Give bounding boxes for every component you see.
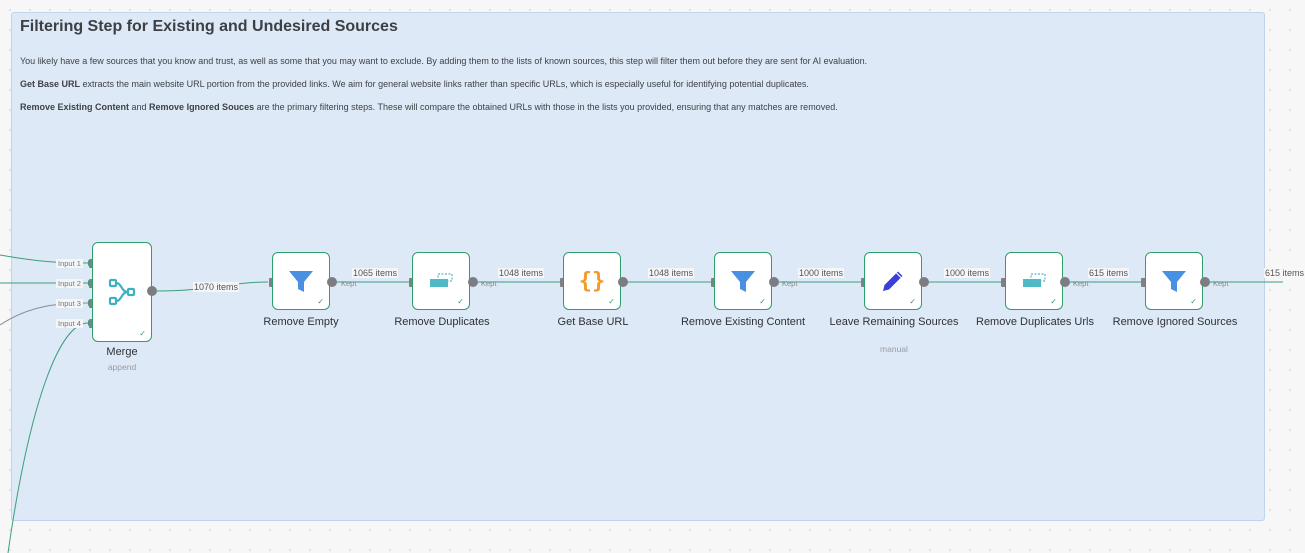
remove-existing-content-kept-label: Kept — [782, 279, 798, 288]
merge-output-port[interactable] — [147, 286, 157, 296]
merge-input-2-label: Input 2 — [56, 279, 83, 288]
merge-node-subtitle: append — [107, 362, 137, 372]
remove-duplicates-node[interactable]: ✓ — [412, 252, 470, 310]
remove-empty-label: Remove Empty — [263, 316, 339, 328]
merge-input-4-port[interactable] — [89, 319, 94, 328]
remove-duplicates-urls-label: Remove Duplicates Urls — [976, 316, 1094, 328]
sticky-bold-get-base-url: Get Base URL — [20, 79, 81, 89]
remove-duplicates-output-port[interactable] — [468, 277, 478, 287]
remove-existing-content-success-check-icon: ✓ — [759, 297, 766, 306]
get-base-url-node[interactable]: {} ✓ — [563, 252, 621, 310]
remove-empty-node[interactable]: ✓ — [272, 252, 330, 310]
filter-icon — [731, 271, 755, 292]
remove-empty-output-count: 1065 items — [352, 268, 399, 278]
remove-empty-kept-label: Kept — [341, 279, 357, 288]
filter-icon — [289, 271, 313, 292]
remove-ignored-sources-output-count: 615 items — [1264, 268, 1305, 278]
remove-empty-input-port[interactable] — [269, 278, 274, 287]
remove-duplicates-urls-output-count: 615 items — [1088, 268, 1130, 278]
merge-input-1-label: Input 1 — [56, 259, 83, 268]
sticky-paragraph-2: Get Base URL extracts the main website U… — [20, 79, 809, 89]
remove-duplicates-urls-kept-label: Kept — [1073, 279, 1089, 288]
remove-duplicates-icon — [1023, 273, 1046, 287]
remove-duplicates-kept-label: Kept — [481, 279, 497, 288]
remove-duplicates-output-count: 1048 items — [498, 268, 545, 278]
sticky-bold-remove-existing: Remove Existing Content — [20, 102, 130, 112]
sticky-paragraph-3-text: are the primary filtering steps. These w… — [254, 102, 838, 112]
remove-duplicates-urls-success-check-icon: ✓ — [1050, 297, 1057, 306]
remove-empty-output-port[interactable] — [327, 277, 337, 287]
merge-input-3-label: Input 3 — [56, 299, 83, 308]
leave-remaining-sources-input-port[interactable] — [861, 278, 866, 287]
pencil-icon — [883, 271, 903, 291]
merge-success-check-icon: ✓ — [139, 329, 146, 338]
merge-output-count: 1070 items — [193, 282, 240, 292]
remove-ignored-sources-node[interactable]: ✓ — [1145, 252, 1203, 310]
sticky-paragraph-3-and: and — [129, 102, 150, 112]
merge-input-1-port[interactable] — [89, 259, 94, 268]
remove-duplicates-urls-output-port[interactable] — [1060, 277, 1070, 287]
remove-existing-content-input-port[interactable] — [711, 278, 716, 287]
remove-duplicates-urls-input-port[interactable] — [1001, 278, 1006, 287]
leave-remaining-sources-output-port[interactable] — [919, 277, 929, 287]
sticky-bold-remove-ignored: Remove Ignored Souces — [149, 102, 255, 112]
leave-remaining-sources-success-check-icon: ✓ — [909, 297, 916, 306]
merge-input-2-port[interactable] — [89, 279, 94, 288]
merge-node-label: Merge — [106, 346, 138, 358]
code-braces-icon: {} — [578, 268, 606, 294]
get-base-url-output-count: 1048 items — [648, 268, 695, 278]
remove-ignored-sources-output-port[interactable] — [1200, 277, 1210, 287]
sticky-note[interactable]: Filtering Step for Existing and Undesire… — [11, 12, 1265, 521]
remove-existing-content-label: Remove Existing Content — [680, 316, 806, 328]
sticky-title: Filtering Step for Existing and Undesire… — [20, 18, 398, 35]
remove-existing-content-output-count: 1000 items — [798, 268, 845, 278]
get-base-url-output-port[interactable] — [618, 277, 628, 287]
leave-remaining-sources-node[interactable]: ✓ — [864, 252, 922, 310]
remove-ignored-sources-kept-label: Kept — [1213, 279, 1229, 288]
sticky-paragraph-2-text: extracts the main website URL portion fr… — [80, 79, 809, 89]
remove-duplicates-icon — [430, 273, 453, 287]
remove-existing-content-node[interactable]: ✓ — [714, 252, 772, 310]
get-base-url-label: Get Base URL — [557, 316, 629, 328]
sticky-paragraph-3: Remove Existing Content and Remove Ignor… — [20, 102, 838, 112]
filter-icon — [1162, 271, 1186, 292]
remove-duplicates-label: Remove Duplicates — [394, 316, 490, 328]
remove-empty-success-check-icon: ✓ — [317, 297, 324, 306]
remove-duplicates-success-check-icon: ✓ — [457, 297, 464, 306]
remove-ignored-sources-input-port[interactable] — [1141, 278, 1146, 287]
leave-remaining-sources-subtitle: manual — [880, 344, 908, 354]
remove-ignored-sources-success-check-icon: ✓ — [1190, 297, 1197, 306]
merge-icon — [108, 278, 136, 306]
get-base-url-success-check-icon: ✓ — [608, 297, 615, 306]
remove-ignored-sources-label: Remove Ignored Sources — [1112, 316, 1238, 328]
remove-duplicates-input-port[interactable] — [409, 278, 414, 287]
remove-duplicates-urls-node[interactable]: ✓ — [1005, 252, 1063, 310]
merge-input-4-label: Input 4 — [56, 319, 83, 328]
leave-remaining-sources-label: Leave Remaining Sources — [829, 316, 959, 328]
leave-remaining-sources-output-count: 1000 items — [944, 268, 991, 278]
get-base-url-input-port[interactable] — [560, 278, 565, 287]
remove-existing-content-output-port[interactable] — [769, 277, 779, 287]
sticky-paragraph-1: You likely have a few sources that you k… — [20, 56, 868, 66]
merge-node[interactable]: ✓ — [92, 242, 152, 342]
merge-input-3-port[interactable] — [89, 299, 94, 308]
